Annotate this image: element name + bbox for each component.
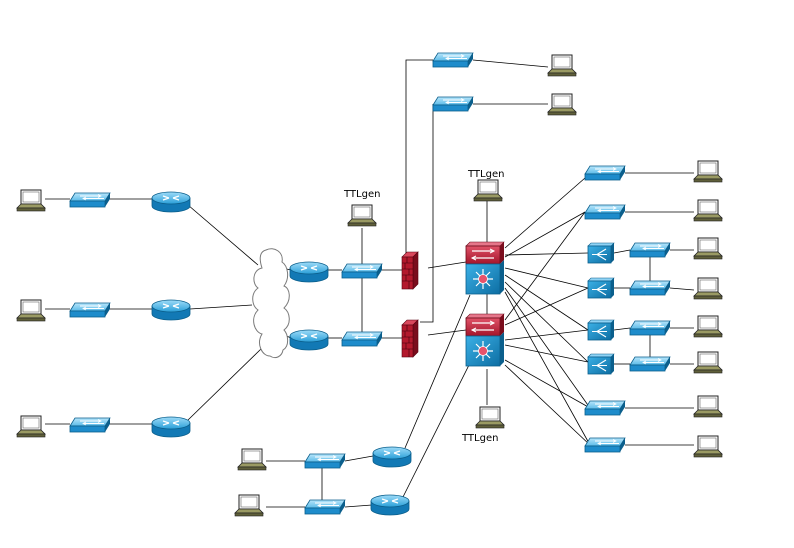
switch-icon	[69, 417, 111, 433]
hub-icon	[587, 353, 615, 375]
switch-icon	[341, 331, 383, 347]
laptop-icon	[693, 315, 723, 338]
hub-icon	[587, 242, 615, 264]
laptop-icon	[693, 435, 723, 458]
laptop-icon	[693, 395, 723, 418]
switch-icon	[69, 302, 111, 318]
router-icon	[372, 446, 412, 468]
laptop-icon	[693, 277, 723, 300]
firewall-icon	[401, 251, 419, 290]
ttlgen-label: TTLgen	[343, 189, 380, 200]
laptop-icon	[693, 351, 723, 374]
switch-icon	[432, 96, 474, 112]
laptop-icon	[693, 237, 723, 260]
switch-icon	[584, 400, 626, 416]
laptop-icon	[16, 189, 46, 212]
switch-icon	[629, 356, 671, 372]
switch-icon	[629, 320, 671, 336]
multilayer-switch-icon	[465, 241, 505, 295]
laptop-icon	[16, 299, 46, 322]
switch-icon	[584, 437, 626, 453]
switch-icon	[432, 52, 474, 68]
laptop-icon	[237, 448, 267, 471]
switch-icon	[341, 263, 383, 279]
router-icon	[151, 299, 191, 321]
switch-icon	[584, 165, 626, 181]
hub-icon	[587, 319, 615, 341]
laptop-icon	[473, 179, 503, 202]
ttlgen-label: TTLgen	[461, 433, 498, 444]
switch-icon	[304, 499, 346, 515]
laptop-icon	[347, 204, 377, 227]
switch-icon	[629, 280, 671, 296]
ttlgen-label: TTLgen	[467, 169, 504, 180]
switch-icon	[584, 204, 626, 220]
laptop-icon	[16, 415, 46, 438]
switch-icon	[304, 453, 346, 469]
laptop-icon	[234, 494, 264, 517]
switch-icon	[629, 242, 671, 258]
router-icon	[289, 329, 329, 351]
laptop-icon	[475, 406, 505, 429]
router-icon	[370, 494, 410, 516]
laptop-icon	[547, 54, 577, 77]
firewall-icon	[401, 319, 419, 358]
router-icon	[151, 416, 191, 438]
multilayer-switch-icon	[465, 313, 505, 367]
laptop-icon	[693, 199, 723, 222]
laptop-icon	[547, 93, 577, 116]
router-icon	[151, 191, 191, 213]
links	[45, 59, 695, 508]
laptop-icon	[693, 160, 723, 183]
router-icon	[289, 261, 329, 283]
switch-icon	[69, 192, 111, 208]
hub-icon	[587, 277, 615, 299]
cloud-icon	[252, 248, 290, 359]
